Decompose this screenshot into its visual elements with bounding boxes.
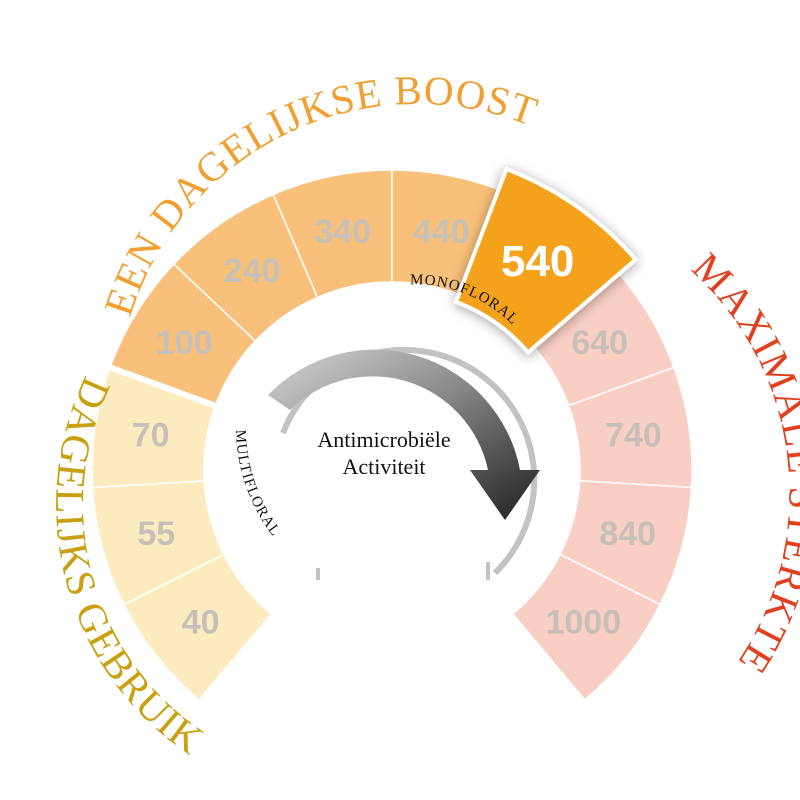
segment-label-640: 640	[571, 324, 628, 362]
active-segment-group: 540	[453, 166, 639, 356]
title-right: MAXIMALE STERKTE	[684, 244, 800, 683]
segment-label-40: 40	[182, 603, 220, 641]
segment-label-340: 340	[314, 213, 371, 251]
gauge-segment-1000	[511, 553, 662, 701]
center-line-2: Activiteit	[342, 454, 425, 479]
segment-label-740: 740	[605, 417, 662, 455]
center-line-1: Antimicrobiële	[317, 427, 450, 452]
segment-label-540: 540	[501, 237, 574, 286]
segment-label-440: 440	[413, 213, 470, 251]
gauge-segments	[91, 169, 693, 701]
segment-label-70: 70	[132, 417, 170, 455]
multifloral-label: MULTIFLORAL	[232, 429, 283, 539]
group-divider	[105, 363, 219, 410]
segment-label-55: 55	[137, 515, 175, 553]
gauge-segment-540	[453, 166, 639, 356]
segment-label-240: 240	[224, 252, 281, 290]
gauge-segment-labels: 40 55 70 100 240 340 440 640 740 840 1000	[132, 213, 662, 641]
segment-label-1000: 1000	[546, 603, 622, 641]
activity-arrow	[268, 349, 540, 520]
title-right-text: MAXIMALE STERKTE	[684, 244, 800, 683]
segment-label-840: 840	[599, 515, 656, 553]
segment-label-100: 100	[156, 324, 213, 362]
multifloral-text: MULTIFLORAL	[232, 429, 282, 539]
